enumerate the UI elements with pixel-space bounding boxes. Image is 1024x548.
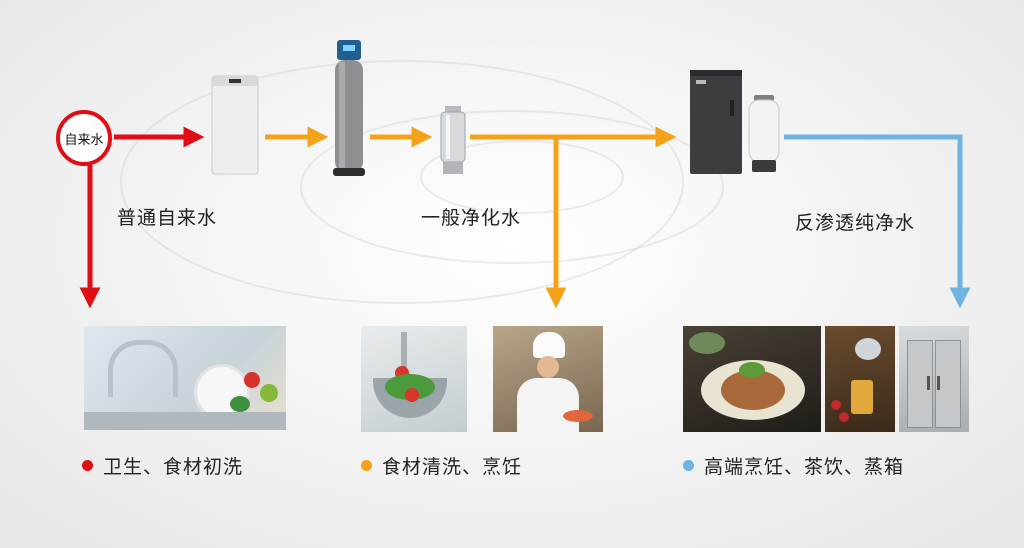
photo-dish-washing bbox=[84, 326, 286, 430]
use-label-cooking: 食材清洗、烹饪 bbox=[382, 456, 523, 478]
ripple-decoration bbox=[300, 110, 724, 264]
use-label-hygiene: 卫生、食材初洗 bbox=[103, 456, 244, 478]
photo-chef-cooking bbox=[493, 326, 603, 432]
photo-gourmet-dish bbox=[683, 326, 821, 432]
bullet-blue-icon bbox=[683, 460, 694, 471]
use-label-premium: 高端烹饪、茶饮、蒸箱 bbox=[704, 456, 905, 478]
ro-purifier-icon bbox=[690, 70, 742, 174]
source-tap-water-node: 自来水 bbox=[56, 110, 112, 166]
stage-label-tap-water: 普通自来水 bbox=[117, 207, 218, 229]
use-item-hygiene: 卫生、食材初洗 bbox=[82, 452, 243, 479]
stage-label-ro-water: 反渗透纯净水 bbox=[795, 212, 916, 234]
bullet-red-icon bbox=[82, 460, 93, 471]
source-label: 自来水 bbox=[64, 132, 104, 148]
photo-vegetable-washing bbox=[361, 326, 467, 432]
bullet-orange-icon bbox=[361, 460, 372, 471]
use-item-premium: 高端烹饪、茶饮、蒸箱 bbox=[683, 452, 904, 479]
stainless-filter-icon bbox=[440, 106, 466, 174]
ripple-decoration bbox=[420, 140, 624, 214]
use-item-cooking: 食材清洗、烹饪 bbox=[361, 452, 522, 479]
ro-pressure-tank-icon bbox=[748, 95, 780, 172]
photo-steam-cabinet bbox=[899, 326, 969, 432]
arrow-ro-to-use3 bbox=[784, 134, 971, 309]
softener-unit-icon bbox=[211, 75, 259, 175]
photo-tea-pouring bbox=[825, 326, 895, 432]
filter-tank-icon bbox=[333, 40, 365, 176]
stage-label-purified-water: 一般净化水 bbox=[421, 207, 522, 229]
